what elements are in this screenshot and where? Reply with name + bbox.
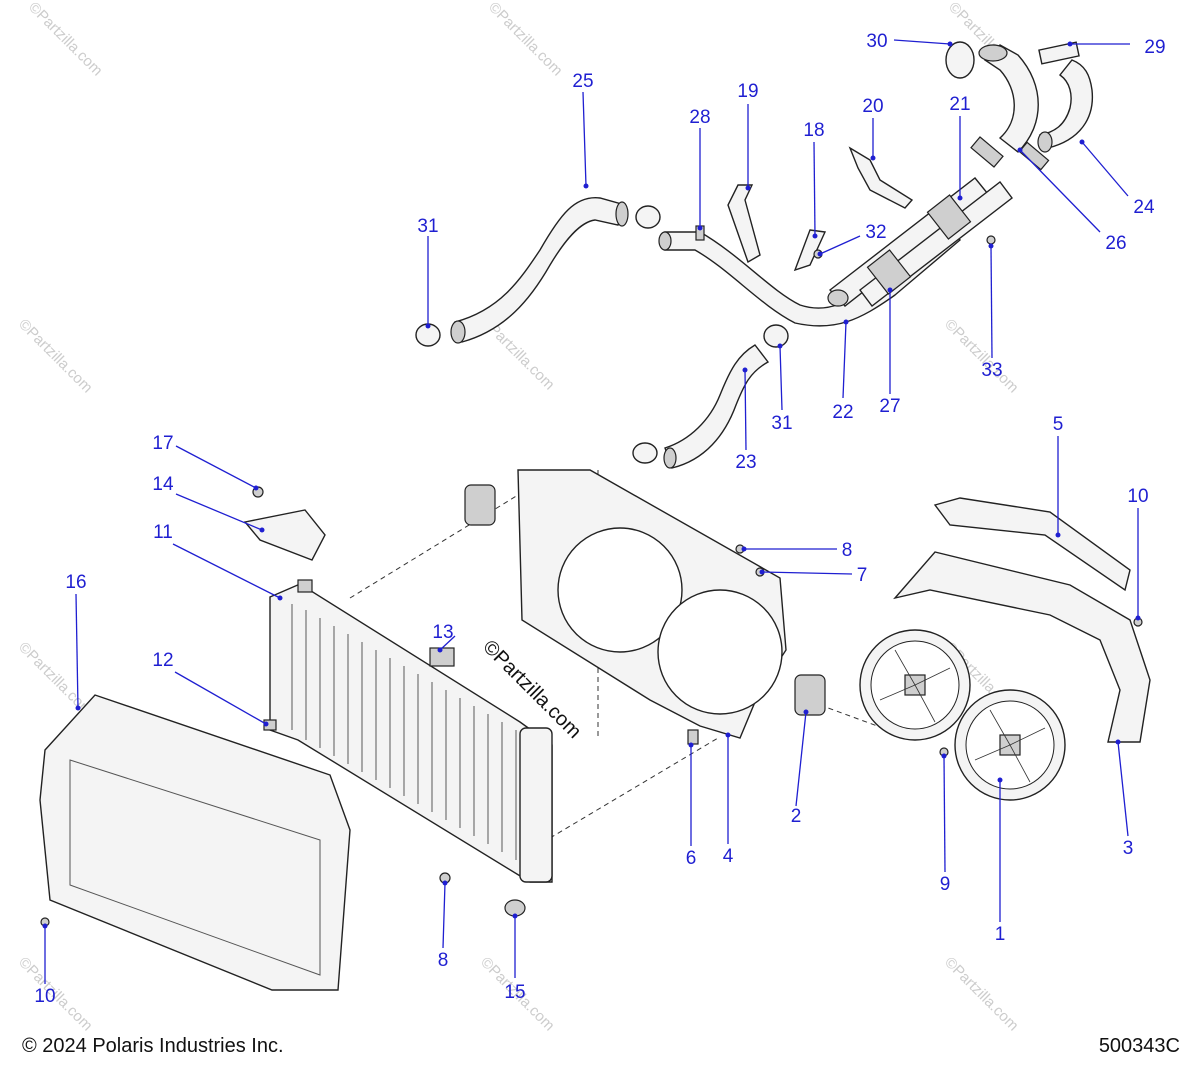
outer-shroud-3: [893, 551, 1151, 743]
callout-17: 17: [152, 433, 173, 454]
callout-7: 7: [857, 565, 868, 586]
hose-23-end: [663, 447, 677, 469]
callout-20: 20: [862, 96, 883, 117]
fan-left: [859, 629, 971, 741]
pipe-21: [828, 177, 989, 307]
callout-3: 3: [1123, 838, 1134, 859]
callout-5: 5: [1053, 414, 1064, 435]
callout-33: 33: [981, 360, 1002, 381]
clip-6: [687, 729, 699, 745]
callout-9: 9: [940, 874, 951, 895]
callout-18: 18: [803, 120, 824, 141]
clamp-lower-23: [632, 442, 658, 464]
shroud-opening-right: [657, 589, 783, 715]
callout-1: 1: [995, 924, 1006, 945]
clip-27-second: [866, 249, 912, 295]
callout-4: 4: [723, 846, 734, 867]
diagram-number: 500343C: [1098, 1035, 1180, 1057]
watermark: ©Partzilla.com: [485, 0, 566, 79]
callout-8-lower: 8: [438, 950, 449, 971]
fan-right: [954, 689, 1066, 801]
seal-5: [933, 497, 1131, 592]
radiator-11: [269, 583, 553, 883]
callout-6: 6: [686, 848, 697, 869]
callout-32: 32: [865, 222, 886, 243]
callout-22: 22: [832, 402, 853, 423]
pipe-22: [664, 224, 962, 327]
callout-28: 28: [689, 107, 710, 128]
callout-8: 8: [842, 540, 853, 561]
callout-24: 24: [1133, 197, 1155, 218]
hose-26: [983, 44, 1039, 153]
hose-26-end: [978, 44, 1008, 62]
callout-26: 26: [1105, 233, 1126, 254]
callout-27: 27: [879, 396, 900, 417]
lower-shroud-inner: [69, 759, 321, 976]
callout-29: 29: [1144, 37, 1165, 58]
watermark: ©Partzilla.com: [941, 316, 1022, 397]
lower-shroud-16: [39, 694, 351, 991]
radiator-fins: [291, 604, 517, 860]
leader-lines: [42, 39, 1141, 984]
callout-2: 2: [791, 806, 802, 827]
bracket-20: [848, 146, 914, 209]
callout-13: 13: [432, 622, 453, 643]
clamp-31-lower: [763, 324, 789, 348]
bracket-14: [243, 509, 326, 561]
callout-12: 12: [152, 650, 173, 671]
callout-23: 23: [735, 452, 756, 473]
isolator-2: [794, 674, 826, 716]
callout-25: 25: [572, 71, 593, 92]
hose-25-end: [615, 201, 629, 227]
callout-11: 11: [153, 522, 173, 543]
radiator-end-tank: [519, 727, 553, 883]
callout-14: 14: [152, 474, 174, 495]
hose-23: [664, 344, 770, 469]
fan-left-blades: [879, 649, 951, 723]
grommet-top: [297, 579, 313, 593]
callout-labels: 1 2 3 4 5 6 7 8 8 9 10 10 11 12 13 14 15…: [34, 31, 1165, 1007]
callout-21: 21: [949, 94, 970, 115]
isolator-upper: [464, 484, 496, 526]
callout-16: 16: [65, 572, 86, 593]
watermark: ©Partzilla.com: [25, 0, 106, 79]
callout-10-lower: 10: [34, 986, 55, 1007]
fan-right-blades: [974, 709, 1046, 783]
cooling-assembly: [39, 225, 1151, 991]
clamp-30: [945, 41, 975, 79]
callout-15: 15: [504, 982, 525, 1003]
pipe-22-end: [658, 231, 672, 251]
alignment-line: [819, 704, 881, 728]
callout-19: 19: [737, 81, 758, 102]
watermark: ©Partzilla.com: [941, 954, 1022, 1035]
bolt-33: [986, 235, 996, 245]
hose-25-end: [450, 320, 466, 344]
bracket-18: [793, 229, 827, 272]
upper-hose-assembly: [415, 41, 1094, 469]
callout-31: 31: [417, 216, 438, 237]
callout-30: 30: [866, 31, 887, 52]
bracket-19: [727, 184, 761, 264]
hose-25: [454, 197, 626, 343]
copyright-notice: © 2024 Polaris Industries Inc.: [22, 1035, 284, 1057]
clip-27: [926, 194, 972, 240]
clamp-29: [1038, 41, 1080, 65]
hose-24: [1038, 59, 1094, 149]
pipe-21-end: [827, 289, 849, 307]
watermark: ©Partzilla.com: [15, 316, 96, 397]
callout-31-lower: 31: [771, 413, 792, 434]
hose-24-end: [1037, 131, 1053, 153]
clamp-upper-pipe: [635, 205, 661, 229]
shroud-opening-left: [557, 527, 683, 653]
callout-10: 10: [1127, 486, 1148, 507]
alignment-line: [549, 737, 719, 839]
clamp-hose-26: [970, 136, 1004, 168]
